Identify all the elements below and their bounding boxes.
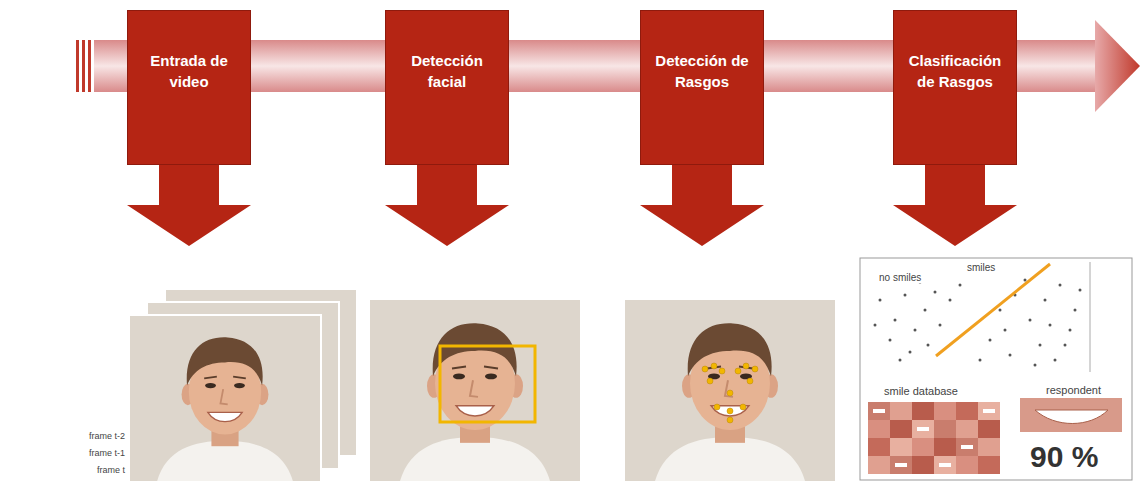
pipeline-band [763, 40, 894, 92]
process-box: Detección de Rasgos [640, 10, 764, 165]
step-label: Clasificación de Rasgos [904, 51, 1006, 92]
figure-label: frame t [97, 466, 125, 476]
figure-label: frame t-1 [89, 449, 125, 459]
step-label: Entrada de video [138, 51, 240, 92]
figure-label: no smiles [878, 272, 922, 283]
figure-label: respondent [1046, 384, 1101, 396]
process-box: Clasificación de Rasgos [893, 10, 1017, 165]
step-label: Detección facial [396, 51, 498, 92]
figure-label: frame t-2 [89, 432, 125, 442]
figure-label: smiles [966, 262, 996, 273]
step-label: Detección de Rasgos [651, 51, 753, 92]
pipeline-band [508, 40, 641, 92]
score-value: 90 % [1030, 440, 1098, 473]
figure-label: smile database [884, 385, 958, 397]
pipeline-band [250, 40, 386, 92]
process-box: Entrada de video [127, 10, 251, 165]
process-box: Detección facial [385, 10, 509, 165]
